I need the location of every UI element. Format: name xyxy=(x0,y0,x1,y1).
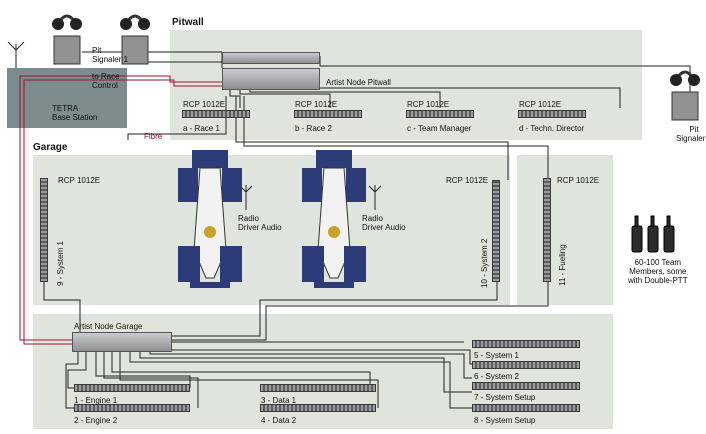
tetra-label: TETRA Base Station xyxy=(52,104,98,122)
garage-panel-8-label: 8 - System Setup xyxy=(474,416,536,425)
pitwall-panel-b xyxy=(294,110,362,118)
garage-panel-8 xyxy=(472,404,580,412)
tetra-base-station xyxy=(7,68,127,128)
beltpack-signaler-1 xyxy=(52,14,82,65)
garage-panel-1 xyxy=(74,384,190,392)
garage-panel-5-label: 5 - System 1 xyxy=(474,351,519,360)
beltpack-signaler-2 xyxy=(670,70,700,121)
garage-vpanel-11-label: 11 - Fueling xyxy=(558,244,567,286)
garage-panel-6-label: 6 - System 2 xyxy=(474,372,519,381)
fueling-zone xyxy=(517,155,613,305)
artist-node-pitwall-top xyxy=(222,52,320,64)
pitwall-panel-a-label: a - Race 1 xyxy=(183,124,220,133)
car-1-radio-label: Radio Driver Audio xyxy=(238,214,282,232)
garage-panel-3 xyxy=(260,384,376,392)
garage-vpanel-10-model: RCP 1012E xyxy=(446,176,489,185)
pitwall-panel-d xyxy=(518,110,586,118)
garage-panel-5 xyxy=(472,340,580,348)
team-members-label: 60-100 Team Members, some with Double-PT… xyxy=(628,258,688,285)
garage-vpanel-11-model: RCP 1012E xyxy=(557,176,600,185)
pitwall-panel-d-model: RCP 1012E xyxy=(519,100,562,109)
garage-panel-2-label: 2 - Engine 2 xyxy=(74,416,118,425)
garage-vpanel-10 xyxy=(492,180,500,282)
fibre-label: Fibre xyxy=(144,132,163,141)
pitwall-panel-c-label: c - Team Manager xyxy=(407,124,472,133)
garage-vpanel-11 xyxy=(543,178,551,282)
pitwall-panel-c xyxy=(406,110,474,118)
artist-node-pitwall-label: Artist Node Pitwall xyxy=(326,78,391,87)
pitwall-panel-a xyxy=(182,110,250,118)
garage-vpanel-10-label: 10 - System 2 xyxy=(480,238,489,288)
garage-vpanel-9-label: 9 - System 1 xyxy=(56,241,65,286)
beltpack-race-control xyxy=(120,14,150,65)
garage-panel-2 xyxy=(74,404,190,412)
pitwall-panel-c-model: RCP 1012E xyxy=(407,100,450,109)
garage-panel-6 xyxy=(472,361,580,369)
pitwall-panel-b-model: RCP 1012E xyxy=(295,100,338,109)
garage-panel-1-label: 1 - Engine 1 xyxy=(74,396,118,405)
pitwall-panel-a-model: RCP 1012E xyxy=(183,100,226,109)
artist-node-garage xyxy=(72,332,172,352)
race-car-1 xyxy=(178,150,242,288)
car-2-radio-label: Radio Driver Audio xyxy=(362,214,406,232)
garage-zone-top xyxy=(33,155,510,305)
artist-node-pitwall xyxy=(222,68,320,90)
garage-panel-7-label: 7 - System Setup xyxy=(474,393,536,402)
artist-node-garage-label: Artist Node Garage xyxy=(74,322,143,331)
pitwall-panel-b-label: b - Race 2 xyxy=(295,124,332,133)
garage-vpanel-9-model: RCP 1012E xyxy=(58,176,101,185)
garage-panel-4-label: 4 - Data 2 xyxy=(261,416,297,425)
pitwall-panel-d-label: d - Techn. Director xyxy=(519,124,585,133)
garage-panel-3-label: 3 - Data 1 xyxy=(261,396,297,405)
pit-signaler-1-label: Pit Signaler 1 xyxy=(92,46,129,64)
pit-signaler-2-label: Pit Signaler 2 xyxy=(676,125,706,143)
pitwall-title: Pitwall xyxy=(172,17,204,28)
garage-vpanel-9 xyxy=(40,178,48,282)
race-car-2 xyxy=(302,150,366,288)
garage-panel-7 xyxy=(472,382,580,390)
garage-panel-4 xyxy=(260,404,376,412)
to-race-control-label: to Race Control xyxy=(92,72,120,90)
garage-title: Garage xyxy=(33,142,68,153)
